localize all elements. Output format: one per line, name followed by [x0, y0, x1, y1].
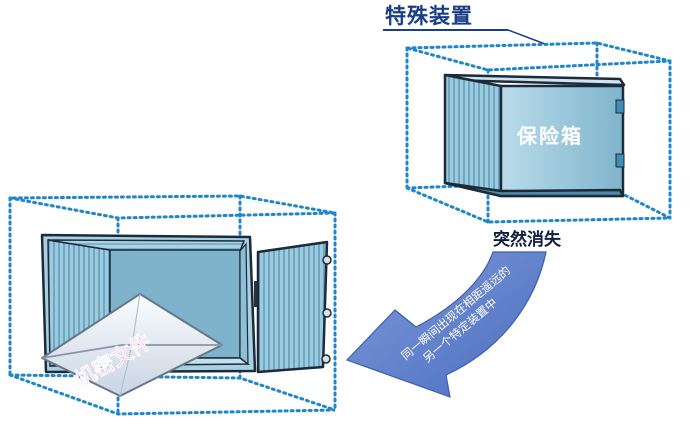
- title-leader-line: [507, 29, 546, 45]
- device-title: 特殊装置: [385, 4, 473, 28]
- curved-arrow-icon: 同一瞬间出现在相距遥远的 另一个特定装置中: [345, 251, 547, 398]
- safe-box-icon: [443, 73, 626, 198]
- safe-label: 保险箱: [516, 124, 583, 148]
- vanish-caption: 突然消失: [493, 229, 562, 250]
- remote-device-group: 特殊装置 保险箱 突然消失: [383, 4, 672, 250]
- local-device-group: 机密文件: [8, 194, 337, 416]
- envelope-icon: [41, 293, 223, 397]
